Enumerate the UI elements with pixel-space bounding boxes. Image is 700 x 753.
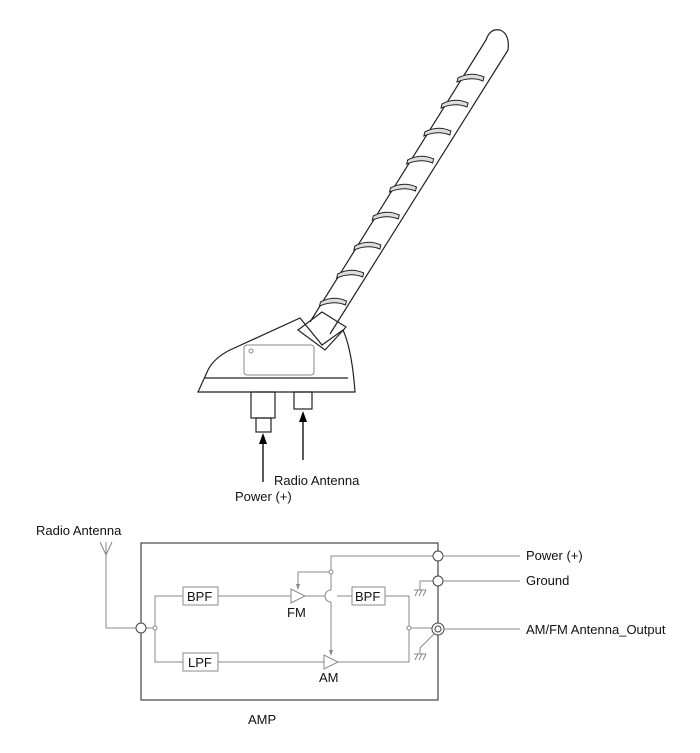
wiring (146, 555, 433, 663)
mast-rings (318, 73, 485, 307)
lpf-filter (182, 652, 219, 672)
output-terminal (431, 622, 445, 636)
power-connector (250, 391, 276, 433)
mast-ring (371, 211, 400, 221)
fm-amp-label: FM (287, 605, 306, 620)
mast-ring (423, 127, 452, 137)
amp-block (140, 542, 439, 701)
mast-ring (335, 269, 365, 279)
fm-bpf-label: BPF (187, 589, 212, 604)
radio-antenna-callout-label: Radio Antenna (274, 473, 360, 488)
mast-ring (353, 241, 382, 251)
power-callout-label: Power (+) (235, 489, 292, 504)
antenna-base (197, 317, 356, 393)
am-amplifier-icon (323, 654, 340, 670)
fm-bpf-filter (182, 586, 219, 606)
power-callout-arrow (259, 433, 267, 482)
amp-label: AMP (248, 712, 276, 727)
antenna-symbol (99, 541, 136, 629)
output-terminal-label: AM/FM Antenna_Output (526, 622, 666, 637)
antenna-input-terminal (135, 622, 147, 634)
am-amp-label: AM (319, 670, 339, 685)
output-bpf-label: BPF (355, 589, 380, 604)
mast-ring (388, 183, 418, 193)
ground-terminal (432, 575, 444, 587)
ground-symbols (414, 580, 435, 661)
radio-callout-arrow (299, 411, 307, 460)
ground-terminal-label: Ground (526, 573, 569, 588)
mast-ring (440, 99, 469, 109)
mast-ring (456, 73, 485, 83)
power-terminal (432, 550, 444, 562)
power-terminal-label: Power (+) (526, 548, 583, 563)
radio-connector (293, 391, 313, 410)
mast-ring (405, 155, 435, 165)
lpf-label: LPF (188, 655, 212, 670)
mast-ring (318, 297, 348, 307)
fm-amplifier-icon (290, 588, 307, 604)
schematic-antenna-label: Radio Antenna (36, 523, 122, 538)
antenna-mast (296, 29, 509, 351)
output-bpf-filter (351, 586, 386, 606)
